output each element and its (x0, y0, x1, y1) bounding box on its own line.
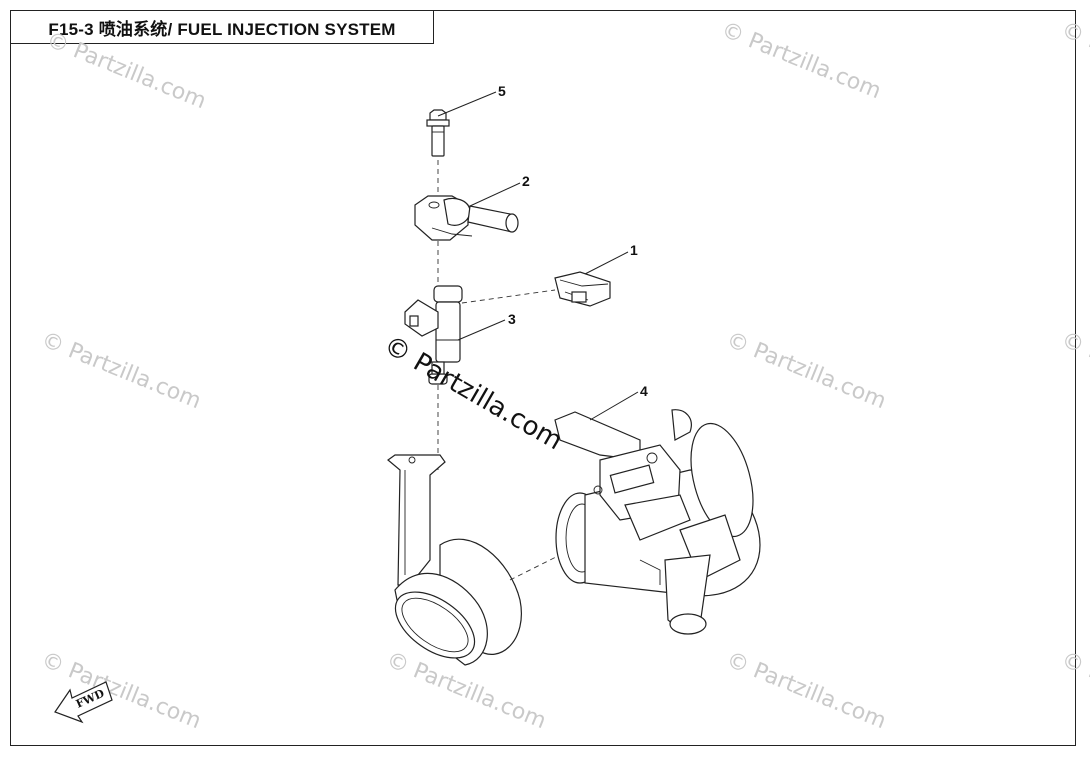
diagram-frame (10, 10, 1076, 746)
title-box: F15-3 喷油系统/ FUEL INJECTION SYSTEM (10, 10, 434, 44)
watermarks: © Partzilla.com © Partzilla.com © Partzi… (38, 17, 1090, 734)
leader-lines (437, 91, 639, 421)
center-watermark: © Partzilla.com (379, 330, 568, 456)
watermark-text: © Partzilla.com (723, 327, 890, 414)
watermark-text: © Partzilla.com (723, 647, 890, 734)
watermark-text: © Partzilla.com (718, 17, 885, 104)
watermark-text: © Partzilla.com (1058, 327, 1090, 414)
connection-line (509, 554, 561, 581)
part-1-clip[interactable] (554, 271, 611, 307)
callout-1[interactable]: 1 (630, 242, 638, 258)
callout-2[interactable]: 2 (522, 173, 530, 189)
intake-manifold[interactable] (384, 454, 522, 671)
part-2-fuel-connector[interactable] (414, 195, 519, 241)
watermark-text: © Partzilla.com (43, 27, 210, 114)
watermark-text: © Partzilla.com (38, 647, 205, 734)
watermark-text: © Partzilla.com (1058, 647, 1090, 734)
page-title: F15-3 喷油系统/ FUEL INJECTION SYSTEM (48, 19, 396, 39)
part-4-throttle-body[interactable] (554, 409, 764, 635)
callout-3[interactable]: 3 (508, 311, 516, 327)
part-3-injector[interactable] (404, 285, 463, 385)
watermark-text: © Partzilla.com (38, 327, 205, 414)
callout-5[interactable]: 5 (498, 83, 506, 99)
clip-alignment-line (461, 289, 556, 304)
fwd-arrow-icon: FWD (54, 681, 113, 724)
part-5-bolt[interactable] (426, 109, 450, 157)
watermark-text: © Partzilla.com (1058, 17, 1090, 104)
callout-4[interactable]: 4 (640, 383, 648, 399)
